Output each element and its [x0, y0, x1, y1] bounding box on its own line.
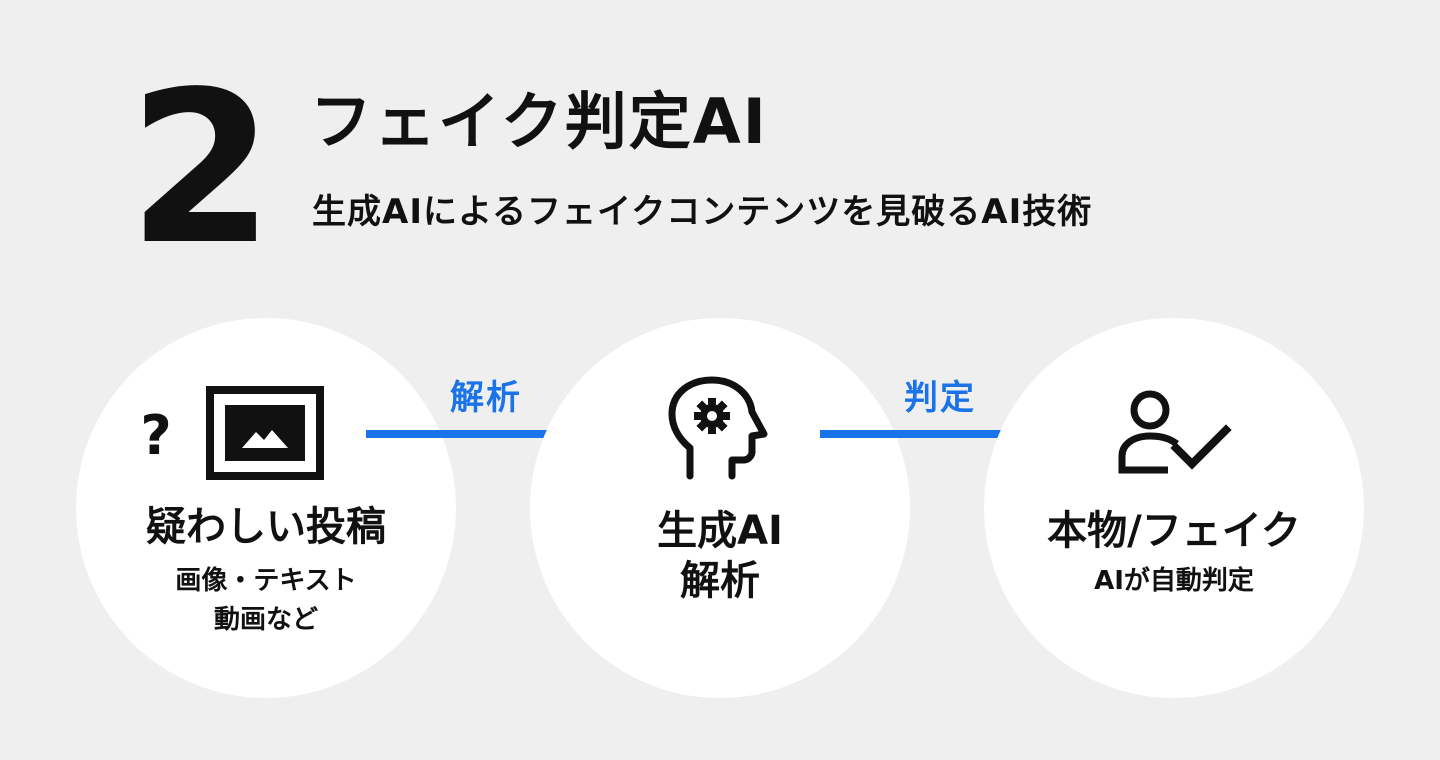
step-title: 本物/フェイク: [1047, 508, 1301, 554]
step-title-line: 生成AI: [657, 508, 783, 554]
page-subtitle: 生成AIによるフェイクコンテンツを見破るAI技術: [312, 192, 1093, 232]
head-gear-icon: [668, 376, 768, 480]
step-ai-analysis: 生成AI 解析: [530, 318, 910, 698]
step-title: 生成AI 解析: [530, 506, 910, 606]
step-description: AIが自動判定: [1094, 566, 1254, 596]
arrow-label-judge: 判定: [904, 378, 976, 418]
step-description: 画像・テキスト 動画など: [76, 562, 456, 640]
step-title-line: 解析: [680, 558, 760, 604]
step-description-line: 動画など: [213, 605, 318, 635]
step-suspicious-post: ? 疑わしい投稿 画像・テキスト 動画など: [76, 318, 456, 698]
question-mark-icon: ?: [140, 404, 171, 460]
user-check-icon: [1118, 390, 1232, 474]
step-title: 疑わしい投稿: [146, 504, 386, 550]
step-number: 2: [128, 46, 274, 291]
image-frame-icon: [206, 386, 324, 480]
page-title: フェイク判定AI: [310, 85, 768, 158]
step-description-line: 画像・テキスト: [175, 566, 357, 596]
step-real-or-fake: 本物/フェイク AIが自動判定: [984, 318, 1364, 698]
svg-text:?: ?: [140, 404, 171, 460]
arrow-label-analyze: 解析: [450, 378, 522, 418]
